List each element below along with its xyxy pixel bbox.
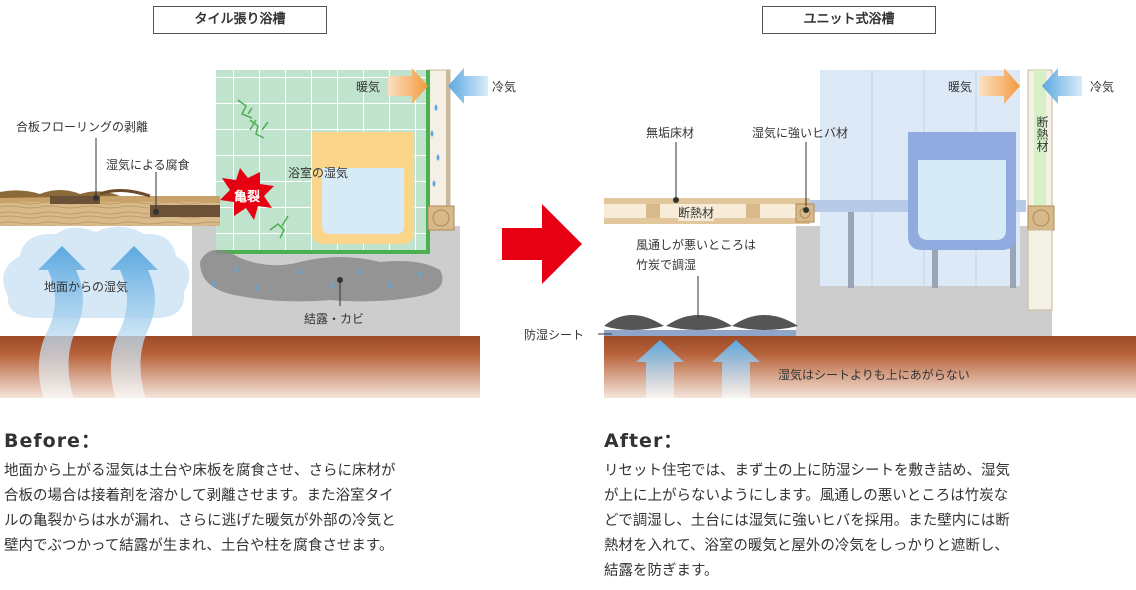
label-crack: 亀裂: [234, 190, 261, 205]
before-title: タイル張り浴槽: [153, 6, 327, 34]
before-line: 合板の場合は接着剤を溶かして剥離させます。また浴室タイ: [4, 488, 394, 504]
label-before-cold: 冷気: [492, 80, 517, 94]
after-up-arrow-2: [712, 340, 760, 398]
after-title: ユニット式浴槽: [762, 6, 936, 34]
label-condensation-mold: 結露・カビ: [304, 312, 365, 326]
after-description: リセット住宅では、まず土の上に防湿シートを敷き詰め、湿気 が上に上がらないように…: [604, 459, 1104, 584]
after-line: どで調湿し、土台には湿気に強いヒバを採用。また壁内には断: [604, 513, 1010, 529]
after-line: 熱材を入れて、浴室の暖気と屋外の冷気をしっかりと遮断し、: [604, 538, 1009, 554]
label-sheet-note: 湿気はシートよりも上にあがらない: [778, 368, 970, 382]
after-line: リセット住宅では、まず土の上に防湿シートを敷き詰め、湿気: [604, 463, 1010, 479]
after-line: 結露を防ぎます。: [604, 563, 719, 579]
label-hiba: 湿気に強いヒバ材: [752, 126, 849, 140]
warm-arrow: [388, 68, 428, 104]
label-floor-insulation: 断熱材: [678, 204, 715, 221]
charcoal-bag-3: [732, 315, 798, 330]
before-diagram: [0, 68, 488, 400]
label-plywood-peeling: 合板フローリングの剥離: [16, 120, 149, 134]
charcoal-bag-2: [666, 315, 732, 330]
label-moisture-sheet: 防湿シート: [524, 328, 585, 342]
label-bathroom-humidity: 浴室の湿気: [288, 166, 349, 180]
after-cold-arrow: [1042, 68, 1082, 104]
moisture-cloud: [3, 226, 190, 318]
label-corrosion: 湿気による腐食: [106, 158, 190, 172]
after-line: が上に上がらないようにします。風通しの悪いところは竹炭な: [604, 488, 1009, 504]
before-line: 壁内でぶつかって結露が生まれ、土台や柱を腐食させます。: [4, 538, 394, 554]
after-warm-arrow: [980, 68, 1020, 104]
moisture-sheet: [604, 330, 796, 336]
after-soil: [604, 336, 1136, 398]
cold-arrow: [448, 68, 488, 104]
label-after-warm: 暖気: [948, 80, 973, 94]
crack-burst: [220, 168, 274, 220]
label-charcoal-1: 風通しが悪いところは: [636, 238, 757, 252]
wall-insulation: [1034, 70, 1046, 208]
before-line: ルの亀裂からは水が漏れ、さらに逃げた暖気が外部の冷気と: [4, 513, 396, 529]
label-wall-insulation: 断熱材: [1035, 116, 1049, 152]
moisture-up-arrow-2: [110, 246, 158, 400]
after-heading: After：: [604, 430, 684, 452]
before-description: 地面から上がる湿気は土台や床板を腐食させ、さらに床材が 合板の場合は接着剤を溶か…: [4, 459, 484, 559]
after-up-arrow-1: [636, 340, 684, 398]
moisture-up-arrow-1: [38, 246, 86, 400]
mold-area: [200, 249, 443, 302]
label-before-warm: 暖気: [356, 80, 381, 94]
after-diagram: [598, 68, 1136, 398]
charcoal-bag-1: [604, 315, 664, 330]
before-line: 地面から上がる湿気は土台や床板を腐食させ、さらに床材が: [4, 463, 396, 479]
label-after-cold: 冷気: [1090, 80, 1115, 94]
before-after-arrow: [502, 204, 582, 284]
label-ground-moisture: 地面からの湿気: [44, 280, 129, 294]
water-droplets: [212, 104, 440, 291]
before-heading: Before：: [4, 430, 101, 452]
label-clean-floor: 無垢床材: [646, 126, 695, 140]
label-charcoal-2: 竹炭で調湿: [636, 258, 697, 272]
before-soil: [0, 336, 480, 398]
